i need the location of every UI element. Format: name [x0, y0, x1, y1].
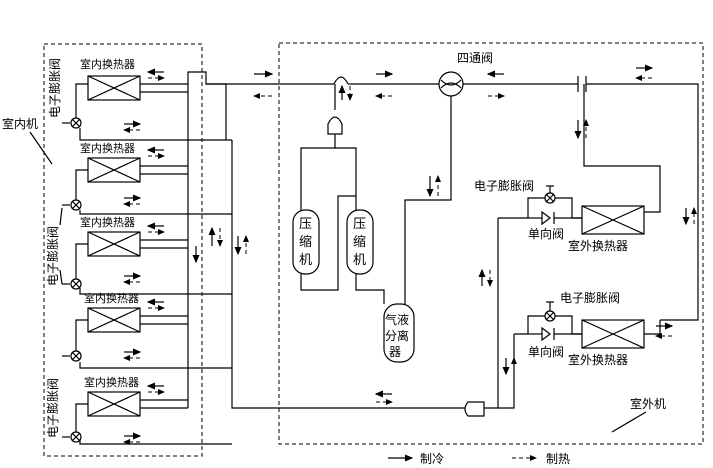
indoor-hx-5-label: 室内换热器: [84, 375, 139, 389]
compressor-1-char-2: 缩: [299, 234, 312, 250]
indoor-hx-2-label: 室内换热器: [80, 141, 135, 155]
indoor-hx-4: [87, 307, 141, 333]
outdoor-exp-valve-1-label: 电子膨胀阀: [474, 179, 534, 193]
indoor-hx-1-label: 室内换热器: [80, 57, 135, 71]
indoor-hx-3: [87, 231, 141, 257]
four-way-valve-label: 四通阀: [457, 51, 493, 65]
indoor-unit-boundary: [43, 43, 203, 457]
separator-label-3: 器: [389, 345, 401, 359]
indoor-unit-label: 室内机: [2, 116, 38, 131]
separator-label-2: 分离: [385, 328, 409, 343]
outdoor-exp-valve-2: [544, 301, 556, 322]
indoor-hx-2: [87, 157, 141, 183]
indoor-hx-1: [87, 75, 141, 101]
compressor-1: [292, 209, 320, 275]
legend-cooling-label: 制冷: [420, 452, 444, 466]
outdoor-unit-leader: [611, 411, 647, 433]
liquid-line-valve: [464, 401, 485, 417]
outdoor-check-valve-1: [541, 210, 555, 226]
indoor-exp-valve-label-1: 电子膨胀阀: [48, 58, 62, 118]
indoor-branch-pipes: [75, 71, 468, 445]
outdoor-unit-boundary: [278, 42, 704, 445]
four-way-valve: [438, 71, 464, 97]
indoor-exp-valves: [59, 117, 82, 443]
gas-liquid-separator: [383, 303, 415, 363]
outdoor-check-valve-2-label: 单向阀: [528, 344, 564, 359]
compressor-1-char-1: 压: [299, 217, 312, 232]
indoor-unit-leader: [29, 131, 53, 165]
compressor-2-char-2: 缩: [353, 234, 366, 250]
outdoor-hx-1: [581, 205, 645, 235]
svg-text:电子膨胀阀: 电子膨胀阀: [46, 226, 60, 286]
pipe-crossover: [333, 76, 349, 85]
outdoor-hx-2-label: 室外换热器: [568, 352, 628, 367]
compressor-2: [346, 209, 374, 275]
legend-heating-label: 制热: [546, 452, 570, 466]
indoor-hx-4-label: 室内换热器: [84, 291, 139, 305]
outdoor-hx-2: [581, 319, 645, 349]
outdoor-unit-label: 室外机: [630, 396, 666, 411]
oil-separator-top: [327, 84, 343, 135]
compressor-2-char-1: 压: [353, 217, 366, 232]
separator-label-1: 气液: [385, 312, 409, 327]
compressor-1-char-3: 机: [299, 253, 312, 268]
outdoor-check-valve-2: [541, 326, 555, 342]
indoor-hx-3-label: 室内换热器: [80, 215, 135, 229]
svg-text:电子膨胀阀: 电子膨胀阀: [46, 378, 60, 438]
indoor-exp-valve-label-3: 电子膨胀阀: [46, 378, 60, 438]
outdoor-exp-valve-1: [544, 185, 556, 204]
indoor-hx-5: [87, 391, 141, 417]
outdoor-hx-1-label: 室外换热器: [568, 238, 628, 253]
compressor-2-char-3: 机: [353, 253, 366, 268]
outdoor-exp-valve-2-label: 电子膨胀阀: [560, 291, 620, 305]
outdoor-check-valve-1-label: 单向阀: [528, 226, 564, 241]
indoor-exp-valve-label-2: 电子膨胀阀: [46, 226, 60, 286]
svg-text:电子膨胀阀: 电子膨胀阀: [48, 58, 62, 118]
legend: 制冷 制热: [388, 452, 570, 466]
flow-arrows: [123, 64, 697, 445]
